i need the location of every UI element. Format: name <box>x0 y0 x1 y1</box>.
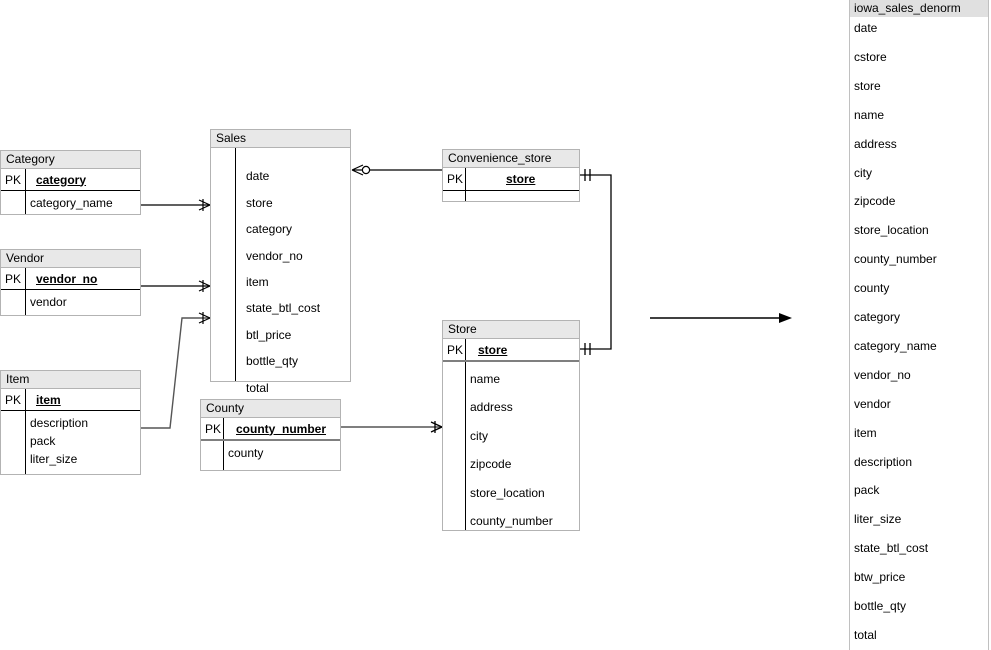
attribute-date: date <box>246 169 270 183</box>
entity-store[interactable]: Store PK store name address city zipcode… <box>442 320 580 531</box>
entity-title-convenience-store: Convenience_store <box>443 150 579 168</box>
pk-field-item: item <box>36 392 61 407</box>
pk-field-store: store <box>478 342 508 357</box>
attribute-category: category <box>246 222 293 236</box>
denorm-column-total: total <box>854 627 877 642</box>
denorm-column-county-number: county_number <box>854 252 937 267</box>
attribute-item: item <box>246 275 269 289</box>
denorm-column-item: item <box>854 425 877 440</box>
pk-row-county: PK county_number <box>201 418 340 439</box>
pk-label: PK <box>5 271 22 286</box>
entity-title-sales: Sales <box>211 130 350 148</box>
attribute-btl-price: btl_price <box>246 328 292 342</box>
entity-body-county: PK county_number county <box>201 418 340 470</box>
denorm-column-zipcode: zipcode <box>854 194 896 209</box>
denorm-column-pack: pack <box>854 483 880 498</box>
denorm-column-store: store <box>854 78 881 93</box>
pk-row-store: PK store <box>443 339 579 360</box>
pk-field-vendor: vendor_no <box>36 271 98 286</box>
attribute-pack: pack <box>30 434 56 448</box>
entity-title-category: Category <box>1 151 140 169</box>
denorm-column-btw-price: btw_price <box>854 570 906 585</box>
pk-row-category: PK category <box>1 169 140 190</box>
entity-sales[interactable]: Sales date store category vendor_no item… <box>210 129 351 395</box>
entity-body-item: PK item description pack liter_size <box>1 389 140 474</box>
attribute-store: store <box>246 196 273 210</box>
denorm-column-liter-size: liter_size <box>854 512 902 527</box>
connector-sales-conveniencestore <box>351 164 442 176</box>
denorm-column-category-name: category_name <box>854 338 937 353</box>
attribute-name: name <box>470 372 501 386</box>
pk-row-item: PK item <box>1 389 140 410</box>
denorm-column-vendor-no: vendor_no <box>854 367 911 382</box>
pk-row-convenience-store: PK store <box>443 168 579 189</box>
entity-title-store: Store <box>443 321 579 339</box>
pk-label: PK <box>5 392 22 407</box>
attribute-bottle-qty: bottle_qty <box>246 354 299 368</box>
entity-body-sales: date store category vendor_no item state… <box>211 148 350 395</box>
entity-body-vendor: PK vendor_no vendor <box>1 268 140 315</box>
pk-field-category: category <box>36 172 87 187</box>
denorm-column-state-btl-cost: state_btl_cost <box>854 541 929 556</box>
denorm-column-county: county <box>854 281 890 296</box>
denorm-table-title: iowa_sales_denorm <box>850 0 988 17</box>
connector-item-sales <box>140 312 211 429</box>
connector-county-store <box>340 421 443 433</box>
attribute-store-location: store_location <box>470 486 545 500</box>
attribute-description: description <box>30 416 89 430</box>
pk-label: PK <box>205 421 222 436</box>
attribute-address: address <box>470 400 513 414</box>
denorm-column-vendor: vendor <box>854 396 891 411</box>
connector-vendor-sales <box>140 280 211 292</box>
connector-flow-arrow <box>650 313 792 323</box>
attribute-total: total <box>246 381 269 395</box>
denorm-column-category: category <box>854 310 901 324</box>
entity-title-item: Item <box>1 371 140 389</box>
denorm-column-name: name <box>854 107 885 122</box>
denorm-column-city: city <box>854 165 872 180</box>
denorm-column-description: description <box>854 454 913 469</box>
entity-vendor[interactable]: Vendor PK vendor_no vendor <box>0 249 141 316</box>
attribute-county-number: county_number <box>470 514 553 528</box>
entity-body-store: PK store name address city zipcode store… <box>443 339 579 530</box>
denorm-column-store-location: store_location <box>854 223 929 238</box>
entity-title-vendor: Vendor <box>1 250 140 268</box>
pk-label: PK <box>447 342 464 357</box>
attribute-vendor-no: vendor_no <box>246 249 303 263</box>
entity-category[interactable]: Category PK category category_name <box>0 150 141 215</box>
denorm-column-cstore: cstore <box>854 49 887 64</box>
attribute-county: county <box>228 446 264 460</box>
attribute-liter-size: liter_size <box>30 452 78 466</box>
pk-label: PK <box>5 172 22 187</box>
connector-category-sales <box>140 199 211 211</box>
denorm-column-bottle-qty: bottle_qty <box>854 599 907 613</box>
attribute-city: city <box>470 429 488 443</box>
attribute-zipcode: zipcode <box>470 457 512 471</box>
attribute-category-name: category_name <box>30 196 113 210</box>
pk-row-vendor: PK vendor_no <box>1 268 140 289</box>
entity-title-county: County <box>201 400 340 418</box>
pk-field-store: store <box>506 171 536 186</box>
denorm-column-address: address <box>854 136 897 151</box>
pk-field-county-number: county_number <box>236 421 327 436</box>
entity-item[interactable]: Item PK item description pack liter_size <box>0 370 141 475</box>
entity-body-category: PK category category_name <box>1 169 140 214</box>
attribute-vendor: vendor <box>30 295 67 309</box>
denorm-table-panel[interactable]: iowa_sales_denorm date cstore store name add… <box>849 0 989 650</box>
denorm-column-date: date <box>854 21 878 35</box>
entity-county[interactable]: County PK county_number county <box>200 399 341 471</box>
pk-label: PK <box>447 171 464 186</box>
entity-convenience-store[interactable]: Convenience_store PK store <box>442 149 580 202</box>
entity-body-convenience-store: PK store <box>443 168 579 201</box>
connector-conveniencestore-store <box>580 169 612 355</box>
attribute-state-btl-cost: state_btl_cost <box>246 301 321 315</box>
